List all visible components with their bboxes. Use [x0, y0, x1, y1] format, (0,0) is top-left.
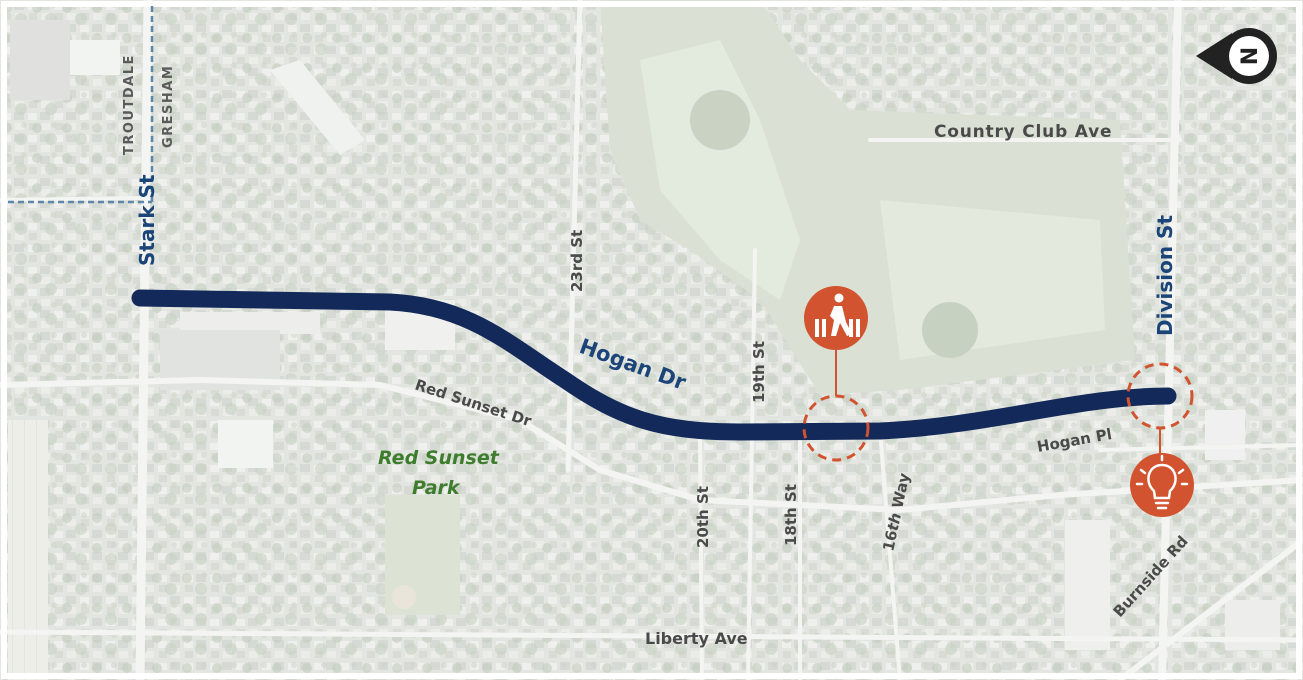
hogan-corridor-line [131, 289, 1177, 441]
19th-st-label: 19th St [750, 341, 768, 403]
18th-st-label: 18th St [782, 484, 800, 546]
city-boundary [8, 6, 154, 205]
16th-way-suffix: th [884, 511, 905, 532]
red-sunset-park-label-line1: Red Sunset [378, 447, 500, 469]
20th-st-label: 20th St [694, 486, 712, 548]
16th-way-number: 16 [879, 529, 901, 553]
division-st-label: Division St [1153, 215, 1177, 336]
north-letter: N [1238, 47, 1263, 65]
liberty-ave-label: Liberty Ave [645, 629, 748, 648]
lightbulb-icon[interactable] [1130, 453, 1194, 517]
north-arrow-icon: N [1196, 28, 1277, 84]
country-club-ave-label: Country Club Ave [934, 122, 1112, 142]
red-sunset-park-label-line2: Park [412, 477, 461, 499]
pedestrian-crossing-icon[interactable] [804, 286, 868, 350]
23rd-st-label: 23rd St [568, 230, 586, 292]
stark-st-label: Stark St [135, 174, 159, 266]
troutdale-label: TROUTDALE [122, 54, 137, 155]
gresham-label: GRESHAM [161, 65, 176, 148]
